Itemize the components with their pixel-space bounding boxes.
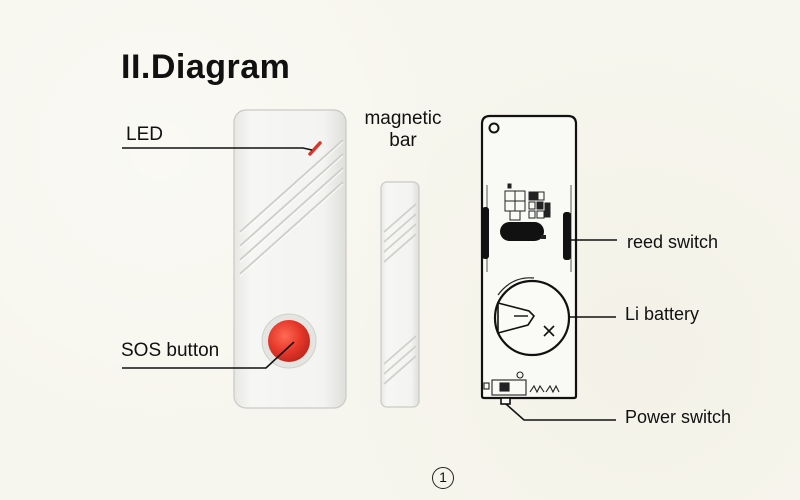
power-leader xyxy=(505,403,616,421)
led-leader xyxy=(122,147,313,151)
label-magnetic-bar: magnetic bar xyxy=(358,108,448,152)
sos-leader xyxy=(122,341,295,369)
leader-lines xyxy=(122,147,617,421)
power-switch-nub xyxy=(500,397,511,405)
label-power-switch: Power switch xyxy=(625,407,732,427)
label-led: LED xyxy=(126,124,163,145)
label-reed-switch: reed switch xyxy=(627,232,719,252)
label-li-battery: Li battery xyxy=(625,304,700,324)
page-number: 1 xyxy=(432,467,454,489)
sensor-grooves xyxy=(239,139,344,275)
li-battery-shape xyxy=(493,277,571,357)
led-indicator xyxy=(308,141,322,156)
oval-component xyxy=(500,222,544,241)
label-magnetic-bar-line2: bar xyxy=(389,129,417,151)
magnetic-bar xyxy=(380,181,420,408)
sensor-body xyxy=(233,109,347,409)
sos-button-shape xyxy=(261,313,317,369)
mounting-hole xyxy=(488,122,500,134)
bottom-components xyxy=(483,371,560,396)
reed-switch-left xyxy=(482,207,489,259)
reed-switch-right xyxy=(563,212,571,260)
circuit-components xyxy=(504,183,551,221)
label-magnetic-bar-line1: magnetic xyxy=(364,108,442,129)
page-title: II.Diagram xyxy=(121,48,291,86)
label-sos-button: SOS button xyxy=(121,340,220,361)
circuit-board-back xyxy=(480,114,578,405)
